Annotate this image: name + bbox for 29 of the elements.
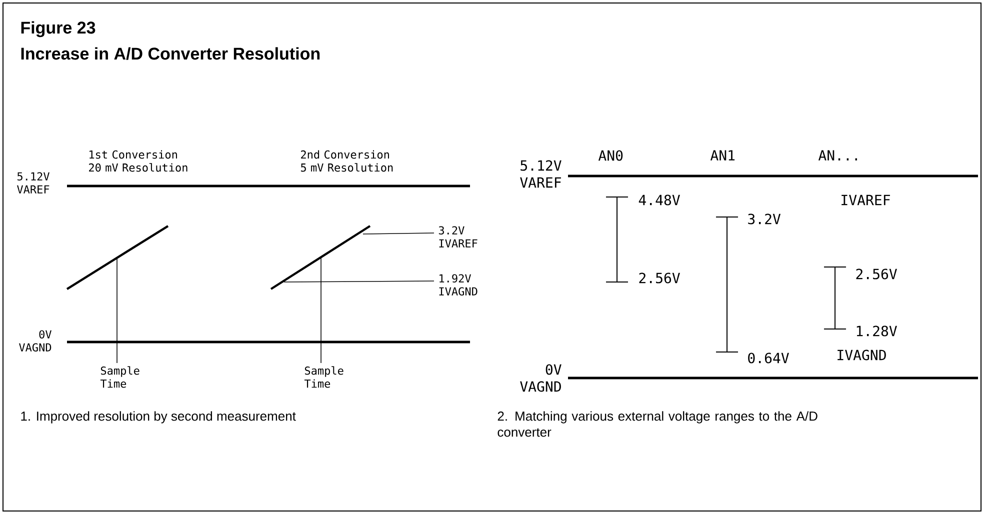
voltage-label: 0.64V — [748, 352, 789, 364]
voltage-label: 2.56V — [639, 272, 680, 284]
conversion-label: 2nd Conversion 5 mV Resolution — [300, 150, 393, 172]
leader-line — [362, 232, 434, 234]
sample-time-label: Sample Time — [304, 366, 344, 388]
voltage-label: 4.48V — [638, 194, 680, 206]
caption: 2. Matching various external voltage ranges to the A/D converter — [498, 411, 818, 437]
sample-time-label: Sample Time — [100, 366, 140, 388]
figure-title: Increase in A/D Converter Resolution — [21, 47, 320, 60]
channel-label: AN1 — [710, 150, 735, 160]
voltage-label: 5.12V VAREF — [17, 172, 50, 194]
voltage-label: 2.56V — [856, 268, 897, 280]
leader-line — [284, 280, 434, 282]
voltage-label: 5.12V VAREF — [520, 160, 562, 188]
voltage-label: 1.28V — [856, 326, 897, 336]
voltage-label: 0V VAGND — [520, 364, 562, 392]
voltage-label: 1.92V IVAGND — [439, 274, 478, 296]
figure-number: Figure 23 — [21, 21, 96, 38]
leader-line — [320, 256, 322, 364]
voltage-label: 3.2V — [748, 214, 781, 224]
voltage-label: 0V VAGND — [19, 330, 52, 352]
voltage-label: IVAREF — [842, 194, 890, 206]
channel-label: AN... — [818, 150, 857, 160]
voltage-label: IVAGND — [838, 350, 886, 360]
caption: 1. Improved resolution by second measurement — [21, 411, 296, 424]
voltage-label: 3.2V IVAREF — [438, 226, 478, 248]
leader-line — [116, 256, 118, 364]
conversion-label: 1st Conversion 20 mV Resolution — [89, 150, 188, 172]
channel-label: AN0 — [598, 150, 623, 161]
